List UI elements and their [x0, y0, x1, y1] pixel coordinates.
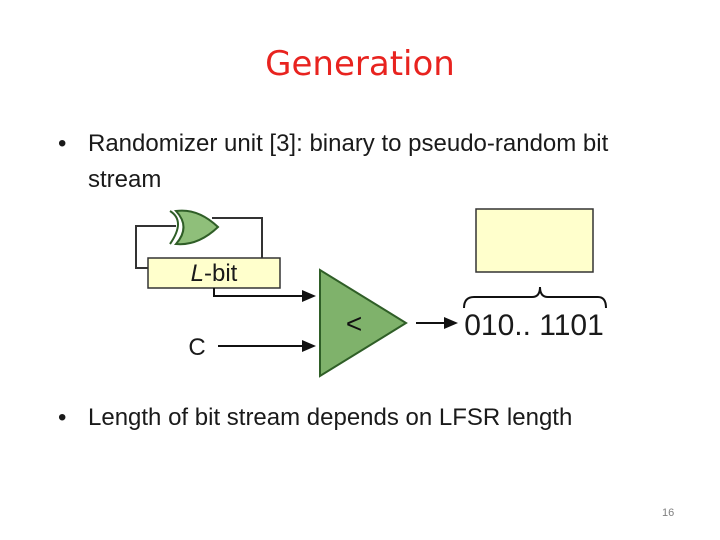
- lfsr-label-rest: -bit: [204, 260, 238, 287]
- feedback-loop: [135, 217, 263, 269]
- bullet-text: Length of bit stream depends on LFSR len…: [88, 404, 573, 431]
- input-c-arrow: [218, 340, 316, 352]
- register-to-comparator-arrow: [213, 288, 316, 302]
- page-number: 16: [662, 507, 675, 519]
- bullet-length: • Length of bit stream depends on LFSR l…: [58, 400, 698, 436]
- output-arrow: [416, 317, 458, 329]
- output-register: [475, 208, 594, 273]
- lfsr-label-italic: L: [191, 260, 204, 287]
- input-c-label: C: [188, 334, 205, 361]
- lfsr-label: L-bit: [191, 260, 238, 287]
- bullet-marker: •: [58, 130, 67, 157]
- bullet-text: Randomizer unit [3]: binary to pseudo-ra…: [88, 130, 609, 193]
- bullet-randomizer: • Randomizer unit [3]: binary to pseudo-…: [58, 126, 618, 198]
- comparator: [319, 268, 408, 378]
- xor-gate: [169, 209, 220, 246]
- lfsr-register: [147, 257, 281, 289]
- output-brace: [463, 286, 607, 309]
- slide-title: Generation: [265, 44, 455, 84]
- output-bit-stream: 010.. 1101: [464, 309, 604, 342]
- bullet-marker: •: [58, 404, 67, 431]
- comparator-symbol: <: [346, 308, 362, 339]
